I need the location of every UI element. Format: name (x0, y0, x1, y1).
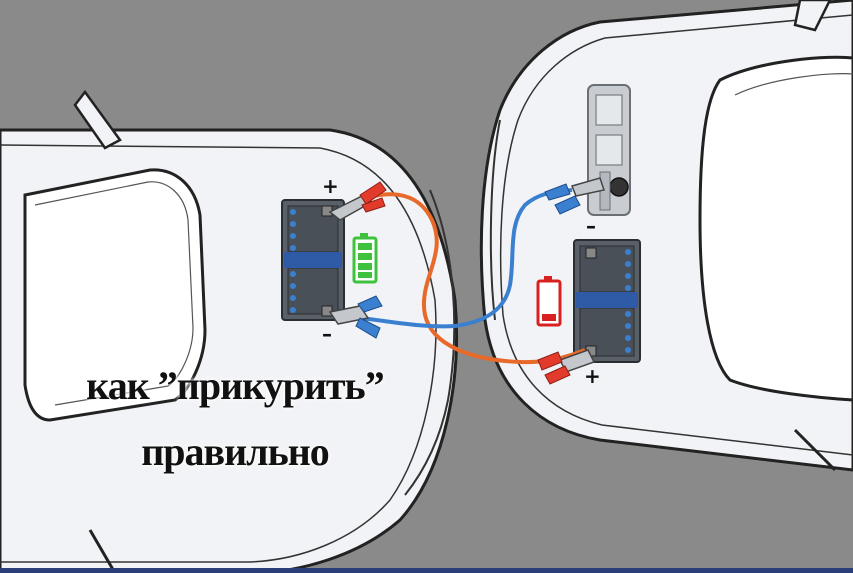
donor-windshield (23, 168, 207, 422)
donor-bumper-line (404, 189, 456, 496)
donor-wheel-arch (88, 529, 117, 573)
caption-title-line1: как ”прикурить” (86, 363, 384, 408)
battery-full-icon (352, 233, 378, 284)
donor-windshield-inner (34, 181, 194, 406)
donor-battery (281, 199, 345, 321)
recipient-plus-label: + (584, 364, 601, 388)
recipient-minus-clamp (544, 177, 605, 215)
donor-car (0, 89, 458, 573)
recipient-windshield (698, 55, 853, 402)
engine-ground-point-icon (587, 84, 631, 216)
donor-minus-clamp (328, 295, 383, 339)
donor-plus-label: + (322, 174, 339, 198)
donor-car-hood-line (0, 144, 437, 563)
battery-low-icon (536, 276, 562, 327)
donor-plus-clamp (328, 181, 387, 221)
negative-cable (359, 188, 573, 329)
donor-minus-terminal (321, 305, 333, 317)
donor-mirror (73, 89, 122, 150)
recipient-car (479, 0, 853, 472)
recipient-minus-label: – (586, 214, 596, 238)
recipient-battery (573, 239, 641, 363)
recipient-wheel-arch (793, 428, 837, 472)
recipient-car-hood-line (499, 14, 853, 456)
recipient-mirror (793, 0, 832, 32)
donor-minus-label: – (322, 322, 332, 346)
recipient-minus-terminal (585, 247, 597, 259)
recipient-plus-clamp (537, 349, 596, 385)
caption-title-line2: правильно (141, 429, 330, 474)
bottom-edge-strip (0, 568, 853, 573)
positive-cable (359, 192, 586, 365)
